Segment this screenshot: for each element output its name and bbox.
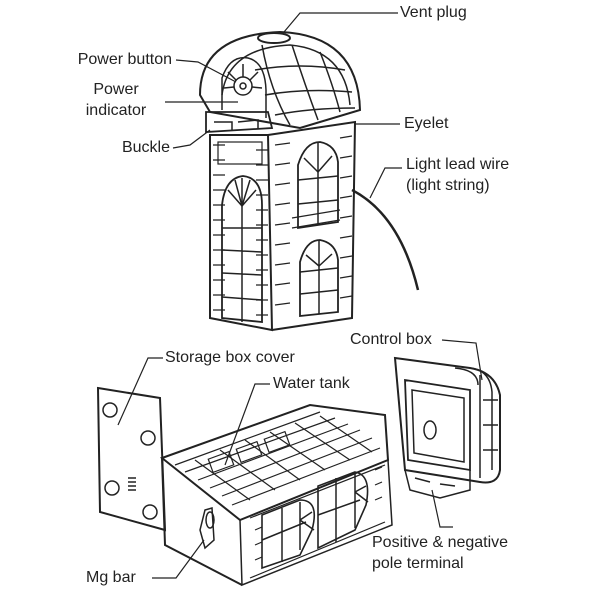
water-tank — [159, 403, 393, 587]
label-terminal-line1: Positive & negative — [372, 534, 509, 551]
label-light-lead-wire-line1: Light lead wire — [406, 156, 510, 173]
label-light-lead-wire-line2: (light string) — [406, 177, 490, 194]
storage-box-cover — [96, 386, 167, 532]
leader-lines — [117, 12, 483, 579]
label-buckle: Buckle — [121, 139, 170, 156]
label-eyelet: Eyelet — [404, 115, 449, 132]
label-terminal-line2: pole terminal — [372, 555, 464, 572]
label-power-button: Power button — [77, 51, 172, 68]
label-water-tank: Water tank — [273, 375, 350, 392]
label-vent-plug: Vent plug — [400, 4, 467, 21]
control-box — [393, 356, 501, 499]
label-power-indicator-line1: Power — [93, 81, 139, 98]
tower-lamp — [198, 30, 420, 332]
label-mg-bar: Mg bar — [86, 569, 136, 586]
label-storage-box-cover: Storage box cover — [165, 349, 295, 366]
label-control-box: Control box — [350, 331, 432, 348]
label-power-indicator-line2: indicator — [85, 102, 147, 119]
